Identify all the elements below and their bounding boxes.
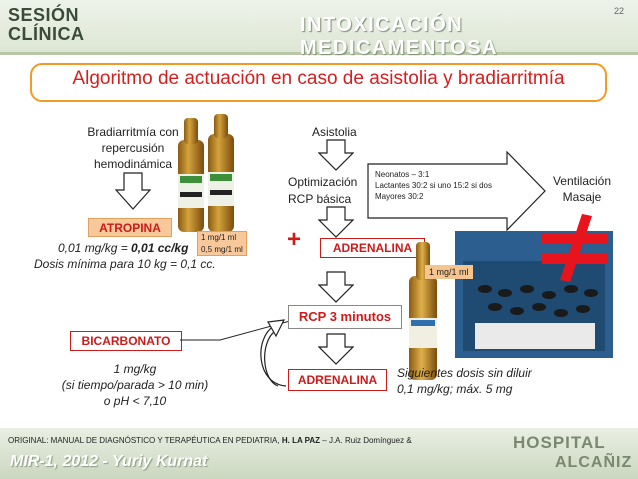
header-divider (0, 52, 638, 55)
atropina-dose-bold: 0,01 cc/kg (131, 241, 189, 255)
atropina-concentration-box: 1 mg/1 ml 0,5 mg/1 ml (197, 231, 247, 256)
drug-tray-image (455, 231, 613, 358)
ratios-text: Neonatos – 3:1 Lactantes 30:2 si uno 15:… (375, 169, 492, 202)
adrenalina-repeat-box: ADRENALINA (288, 369, 387, 391)
atropina-ampoules-image (178, 114, 234, 232)
plus-icon: + (287, 226, 302, 253)
rcp-box: RCP 3 minutos (288, 305, 402, 329)
atropina-min-dose: Dosis mínima para 10 kg = 0,1 cc. (34, 257, 216, 271)
bicarb-line-1: 1 mg/kg (113, 362, 157, 376)
brady-line-3: hemodinámica (93, 157, 173, 171)
footer-source-prefix: ORIGINAL: MANUAL DE DIAGNÓSTICO Y TERAPÉ… (8, 436, 282, 445)
adrenalina-repeat-label: ADRENALINA (297, 373, 378, 387)
page-title: Algoritmo de actuación en caso de asisto… (72, 68, 565, 89)
adrenalina-ampoule-image (409, 242, 437, 380)
footer-source: ORIGINAL: MANUAL DE DIAGNÓSTICO Y TERAPÉ… (8, 436, 412, 445)
optimizacion-text: Optimización RCP básica (288, 174, 357, 208)
footer-source-bold: H. LA PAZ (281, 436, 321, 445)
adrenalina-label: ADRENALINA (332, 241, 413, 255)
bradiarritmia-text: Bradiarritmía con repercusión hemodinámi… (68, 124, 198, 172)
adrenalina-concentration: 1 mg/1 ml (425, 265, 473, 279)
vent-line-2: Masaje (562, 190, 602, 204)
optim-line-2: RCP básica (288, 192, 352, 206)
ratio-neonatos: Neonatos – 3:1 (375, 170, 430, 179)
arrow-down-asistolia (318, 139, 354, 171)
ratio-lactantes: Lactantes 30:2 si uno 15:2 si dos (375, 181, 492, 190)
footer-band (0, 428, 638, 479)
hospital-name: ALCAÑIZ (555, 454, 633, 471)
session-line-1: SESIÓN (8, 5, 80, 25)
bicarbonato-text: 1 mg/kg (si tiempo/parada > 10 min) o pH… (40, 361, 230, 409)
atropina-dose: 0,01 mg/kg = 0,01 cc/kg (58, 241, 188, 255)
atropina-conc-1: 1 mg/1 ml (201, 233, 237, 242)
not-equal-icon (542, 214, 608, 282)
footer-author: MIR-1, 2012 - Yuriy Kurnat (10, 453, 208, 470)
bicarb-line-3: o pH < 7,10 (103, 394, 167, 408)
cycle-arrow-icon (260, 319, 287, 387)
session-label: SESIÓN CLÍNICA (8, 6, 85, 44)
next-doses-line-1: Siguientes dosis sin diluir (397, 366, 532, 380)
page-number: 22 (614, 6, 625, 16)
bicarbonato-label: BICARBONATO (81, 334, 171, 348)
header-band (0, 0, 638, 52)
bicarbonato-box: BICARBONATO (70, 331, 182, 351)
ratio-mayores: Mayores 30:2 (375, 192, 424, 201)
brady-line-1: Bradiarritmía con (87, 125, 179, 139)
rcp-label: RCP 3 minutos (298, 309, 392, 324)
atropina-conc-2: 0,5 mg/1 ml (201, 245, 243, 254)
arrow-down-atropina (115, 172, 151, 210)
vent-line-1: Ventilación (552, 174, 612, 188)
bicarb-line-2: (si tiempo/parada > 10 min) (61, 378, 209, 392)
arrow-right-ventilation (367, 151, 546, 231)
title-frame (30, 63, 607, 102)
atropina-box: ATROPINA (88, 218, 172, 237)
arrow-down-adrenalina (318, 271, 354, 303)
arrow-down-optimizacion (318, 206, 354, 238)
atropina-label: ATROPINA (99, 221, 161, 235)
hospital-label: HOSPITAL (513, 433, 606, 452)
adrenalina-box: ADRENALINA (320, 238, 425, 258)
brady-line-2: repercusión (101, 141, 165, 155)
atropina-dose-prefix: 0,01 mg/kg = (58, 241, 132, 255)
next-doses-line-2: 0,1 mg/kg; máx. 5 mg (397, 382, 513, 396)
session-line-2: CLÍNICA (8, 24, 85, 44)
footer-source-suffix: – J.A. Ruiz Domínguez & (320, 436, 412, 445)
arrow-down-rcp (318, 333, 354, 365)
asistolia-label: Asistolia (312, 125, 357, 139)
next-doses-text: Siguientes dosis sin diluir 0,1 mg/kg; m… (397, 365, 532, 397)
bicarbonato-connector (180, 320, 291, 341)
optim-line-1: Optimización (288, 175, 358, 189)
header-title: INTOXICACIÓN MEDICAMENTOSA (300, 14, 499, 59)
ventilacion-text: Ventilación Masaje (544, 173, 620, 205)
